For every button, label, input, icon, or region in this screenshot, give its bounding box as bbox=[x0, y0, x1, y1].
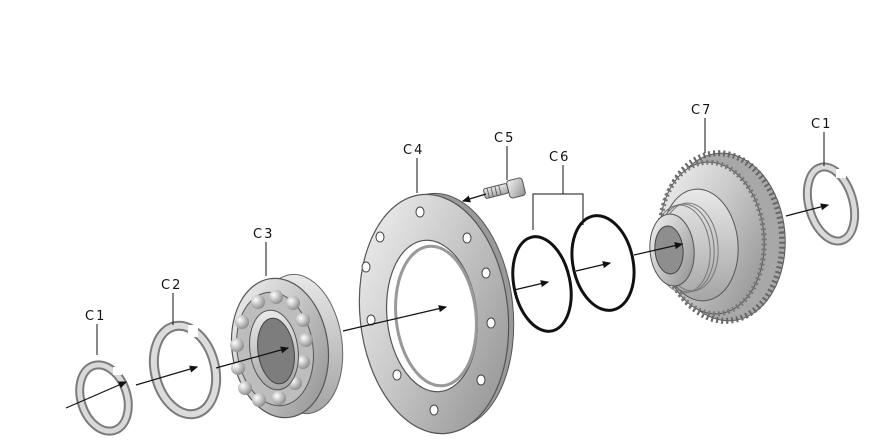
bearing-balls bbox=[230, 290, 313, 407]
label-c2: C2 bbox=[161, 278, 182, 293]
label-c7: C7 bbox=[691, 103, 712, 118]
label-c4: C4 bbox=[403, 143, 424, 158]
label-c6: C6 bbox=[549, 150, 570, 165]
snap-ring-c1-left bbox=[65, 360, 133, 436]
snap-ring-c2 bbox=[135, 320, 222, 420]
label-c3: C3 bbox=[253, 227, 274, 242]
leader-lines bbox=[96, 118, 825, 355]
label-c1-right: C1 bbox=[811, 117, 832, 132]
ball-bearing-c3 bbox=[215, 273, 344, 419]
snap-ring-c1-right bbox=[785, 162, 860, 246]
o-rings-c6 bbox=[511, 214, 636, 333]
label-c5: C5 bbox=[494, 131, 515, 146]
bolt-holes bbox=[361, 206, 496, 416]
bolt-c5 bbox=[461, 177, 526, 203]
label-c1-left: C1 bbox=[85, 309, 106, 324]
gear-hub-c7 bbox=[633, 150, 786, 324]
flange-plate-c4 bbox=[342, 192, 515, 435]
